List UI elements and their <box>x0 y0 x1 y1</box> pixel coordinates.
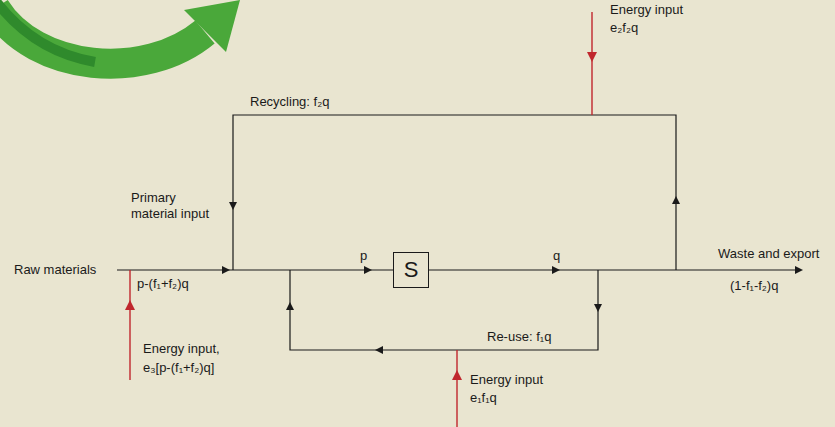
flow-label: (1-f₁-f₂)q <box>730 278 778 294</box>
flow-label: p-(f₁+f₂)q <box>137 276 189 292</box>
flow-label: Recycling: f₂q <box>250 94 329 110</box>
arrowhead <box>795 266 803 274</box>
energy-line <box>456 350 457 427</box>
energy-arrowhead <box>452 370 462 380</box>
reuse-loop <box>290 270 598 350</box>
flow-label: Re-use: f₁q <box>487 329 551 345</box>
stock-box: S <box>393 252 429 288</box>
flow-label: Primary material input <box>131 190 223 223</box>
flow-label: Waste and export <box>718 246 819 262</box>
energy-arrowhead <box>125 300 135 310</box>
energy-arrowhead <box>587 52 597 62</box>
main-flow-line <box>117 269 800 270</box>
flow-label: e₁f₁q <box>470 390 497 406</box>
recycling-loop <box>233 115 676 270</box>
energy-line <box>591 12 592 115</box>
green-arrowhead <box>184 0 240 52</box>
arrowhead <box>594 304 602 312</box>
flow-label: p <box>360 248 367 264</box>
green-arrow-shade <box>0 0 95 62</box>
flow-label: Energy input <box>610 2 683 18</box>
arrowhead <box>375 346 383 354</box>
flow-label: Energy input <box>470 372 543 388</box>
arrowhead <box>364 266 372 274</box>
flow-label: Energy input, <box>143 341 220 357</box>
flow-label: e₂f₂q <box>610 20 638 36</box>
arrowhead <box>672 196 680 204</box>
flow-label: Raw materials <box>14 262 96 278</box>
box-label: S <box>404 259 419 281</box>
arrowhead <box>286 302 294 310</box>
flow-label: e₃[p-(f₁+f₂)q] <box>143 360 214 376</box>
arrowhead <box>229 202 237 210</box>
arrowhead <box>552 266 560 274</box>
flow-label: q <box>553 248 560 264</box>
arrowhead <box>222 266 230 274</box>
energy-line <box>129 270 130 380</box>
